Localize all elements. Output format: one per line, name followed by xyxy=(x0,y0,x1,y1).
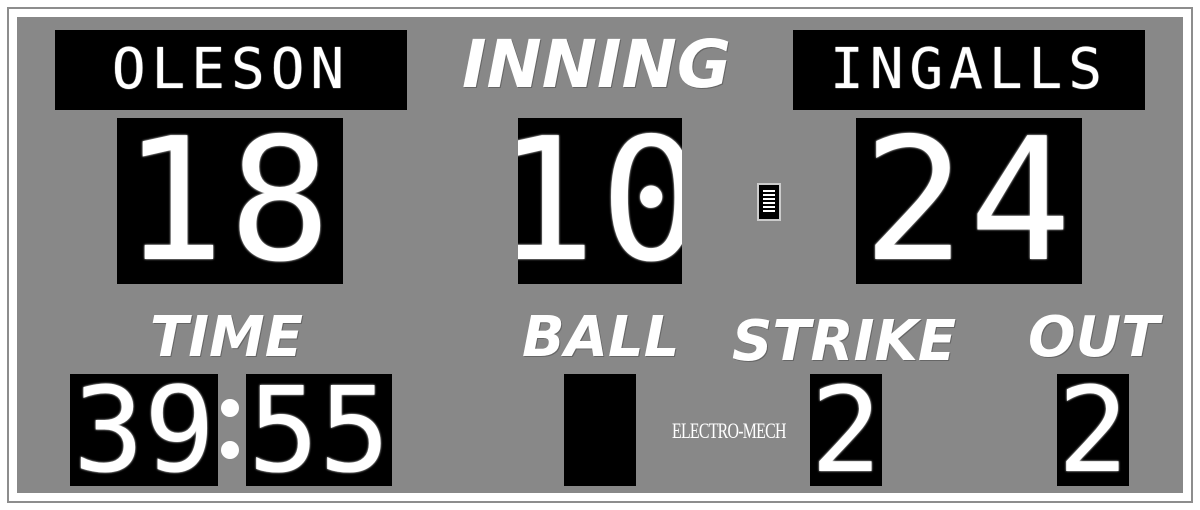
time-minutes-panel: 39 xyxy=(70,374,218,486)
home-score: 18 xyxy=(122,118,335,284)
out-value: 2 xyxy=(1057,374,1129,486)
ball-panel xyxy=(564,374,636,486)
inning-value: 10 xyxy=(518,118,682,284)
brand-logo: ELECTRO-MECH xyxy=(672,418,786,443)
inning-half-indicator xyxy=(757,183,781,221)
inning-panel: 10 xyxy=(518,118,682,284)
inning-label: INNING xyxy=(462,26,731,103)
time-label: TIME xyxy=(150,305,304,370)
out-label: OUT xyxy=(1028,305,1160,370)
strike-label: STRIKE xyxy=(732,309,957,374)
guest-score: 24 xyxy=(862,118,1076,284)
home-score-panel: 18 xyxy=(117,118,343,284)
strike-value: 2 xyxy=(810,374,882,486)
time-seconds-panel: 55 xyxy=(246,374,392,486)
time-colon-bottom-dot xyxy=(221,441,239,459)
time-seconds: 55 xyxy=(247,374,391,486)
guest-team-name: INGALLS xyxy=(829,37,1108,102)
ball-label: BALL xyxy=(522,305,680,370)
strike-panel: 2 xyxy=(810,374,882,486)
out-panel: 2 xyxy=(1057,374,1129,486)
home-name-panel: OLESON xyxy=(55,30,407,110)
time-minutes: 39 xyxy=(72,374,216,486)
guest-name-panel: INGALLS xyxy=(793,30,1145,110)
indicator-lamp xyxy=(763,190,775,214)
guest-score-panel: 24 xyxy=(856,118,1082,284)
home-team-name: OLESON xyxy=(111,37,351,102)
time-colon-top-dot xyxy=(221,399,239,417)
